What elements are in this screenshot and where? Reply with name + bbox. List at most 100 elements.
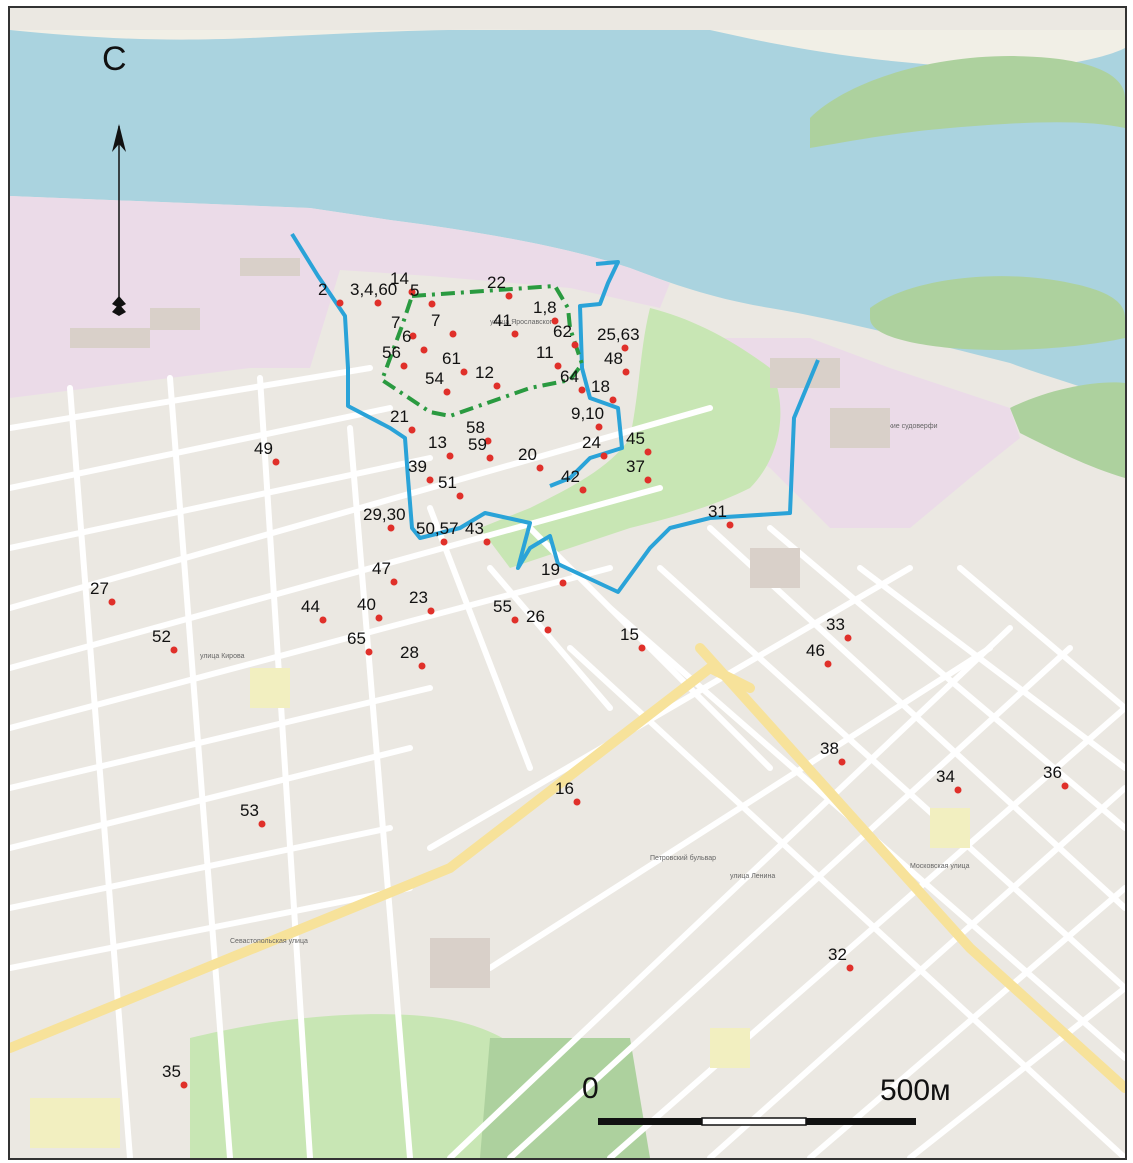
site-marker[interactable]: 28 — [400, 643, 426, 670]
site-dot — [644, 448, 652, 456]
site-dot — [365, 648, 373, 656]
site-marker[interactable]: 23 — [409, 588, 435, 615]
site-dot — [595, 423, 603, 431]
site-label: 11 — [536, 343, 554, 362]
site-marker[interactable]: 58 — [466, 418, 492, 445]
site-label: 45 — [626, 429, 645, 448]
site-marker[interactable]: 46 — [806, 641, 832, 668]
site-marker[interactable]: 32 — [828, 945, 854, 972]
site-label: 29,30 — [363, 505, 406, 524]
site-marker[interactable]: 48 — [604, 349, 630, 376]
site-marker[interactable]: 62 — [553, 322, 579, 349]
site-dot — [483, 538, 491, 546]
site-marker[interactable]: 40 — [357, 595, 383, 622]
site-marker[interactable]: 14 — [390, 269, 416, 296]
site-marker[interactable]: 38 — [820, 739, 846, 766]
site-marker[interactable]: 37 — [626, 457, 652, 484]
site-dot — [600, 452, 608, 460]
site-marker[interactable]: 55 — [493, 597, 519, 624]
scale-start-label: 0 — [582, 1072, 599, 1105]
map-canvas[interactable]: Азовские судоверфи — [10, 8, 1125, 1158]
site-marker[interactable]: 7 — [431, 311, 457, 338]
street-label-1: улица Ярославского — [490, 319, 556, 326]
site-marker[interactable]: 31 — [708, 502, 734, 529]
site-marker[interactable]: 50,57 — [416, 519, 459, 546]
site-marker[interactable]: 52 — [152, 627, 178, 654]
site-label: 7 — [431, 311, 440, 330]
site-marker[interactable]: 49 — [254, 439, 280, 466]
site-marker[interactable]: 53 — [240, 801, 266, 828]
site-marker[interactable]: 26 — [526, 607, 552, 634]
site-marker[interactable]: 35 — [162, 1062, 188, 1089]
site-marker[interactable]: 29,30 — [363, 505, 406, 532]
site-label: 59 — [468, 435, 487, 454]
site-label: 24 — [582, 433, 601, 452]
site-marker[interactable]: 18 — [591, 377, 617, 404]
island-east — [870, 276, 1125, 350]
site-marker[interactable]: 15 — [620, 625, 646, 652]
site-dot — [443, 388, 451, 396]
site-marker[interactable]: 25,63 — [597, 325, 640, 352]
site-label: 50,57 — [416, 519, 459, 538]
site-label: 19 — [541, 560, 560, 579]
site-label: 37 — [626, 457, 645, 476]
street-grid — [10, 365, 1125, 1158]
site-marker[interactable]: 21 — [390, 407, 416, 434]
site-marker[interactable]: 45 — [626, 429, 652, 456]
site-marker[interactable]: 6 — [402, 327, 428, 354]
site-marker[interactable]: 16 — [555, 779, 581, 806]
site-dot — [511, 616, 519, 624]
site-dot — [180, 1081, 188, 1089]
site-dot — [536, 464, 544, 472]
site-dot — [440, 538, 448, 546]
site-dot — [824, 660, 832, 668]
site-dot — [456, 492, 464, 500]
site-dot — [427, 607, 435, 615]
site-marker[interactable]: 33 — [826, 615, 852, 642]
site-marker[interactable]: 5 — [410, 281, 436, 308]
shipyard-label: Азовские судоверфи — [870, 423, 938, 430]
site-dot — [638, 644, 646, 652]
protection-zone-boundary — [290, 232, 820, 594]
island-north — [810, 56, 1125, 149]
site-marker[interactable]: 24 — [582, 433, 608, 460]
site-marker[interactable]: 3,4,60 — [350, 280, 397, 307]
site-label: 33 — [826, 615, 845, 634]
site-dot — [449, 330, 457, 338]
site-marker[interactable]: 12 — [475, 363, 501, 390]
site-label: 36 — [1043, 763, 1062, 782]
site-dot — [551, 317, 559, 325]
site-marker[interactable]: 22 — [487, 273, 513, 300]
site-marker[interactable]: 39 — [408, 457, 434, 484]
site-label: 12 — [475, 363, 494, 382]
site-marker[interactable]: 44 — [301, 597, 327, 624]
site-marker[interactable]: 20 — [518, 445, 544, 472]
site-dot — [1061, 782, 1069, 790]
site-marker[interactable]: 36 — [1043, 763, 1069, 790]
site-marker[interactable]: 47 — [372, 559, 398, 586]
site-label: 41 — [493, 311, 512, 330]
site-marker[interactable]: 64 — [560, 367, 586, 394]
site-marker[interactable]: 27 — [90, 579, 116, 606]
site-marker[interactable]: 7 — [391, 313, 417, 340]
north-arrow — [112, 124, 126, 316]
site-marker[interactable]: 65 — [347, 629, 373, 656]
site-marker[interactable]: 61 — [442, 349, 468, 376]
site-marker[interactable]: 11 — [536, 343, 562, 370]
site-marker[interactable]: 43 — [465, 519, 491, 546]
site-marker[interactable]: 1,8 — [533, 298, 559, 325]
site-marker[interactable]: 59 — [468, 435, 494, 462]
site-marker[interactable]: 9,10 — [571, 404, 604, 431]
site-label: 32 — [828, 945, 847, 964]
site-marker[interactable]: 41 — [493, 311, 519, 338]
site-dot — [554, 362, 562, 370]
site-dot — [621, 344, 629, 352]
site-marker[interactable]: 13 — [428, 433, 454, 460]
site-marker[interactable]: 34 — [936, 767, 962, 794]
site-marker[interactable]: 2 — [318, 280, 344, 307]
site-marker[interactable]: 42 — [561, 467, 587, 494]
site-marker[interactable]: 19 — [541, 560, 567, 587]
site-marker[interactable]: 54 — [425, 369, 451, 396]
site-marker[interactable]: 51 — [438, 473, 464, 500]
site-marker[interactable]: 56 — [382, 343, 408, 370]
